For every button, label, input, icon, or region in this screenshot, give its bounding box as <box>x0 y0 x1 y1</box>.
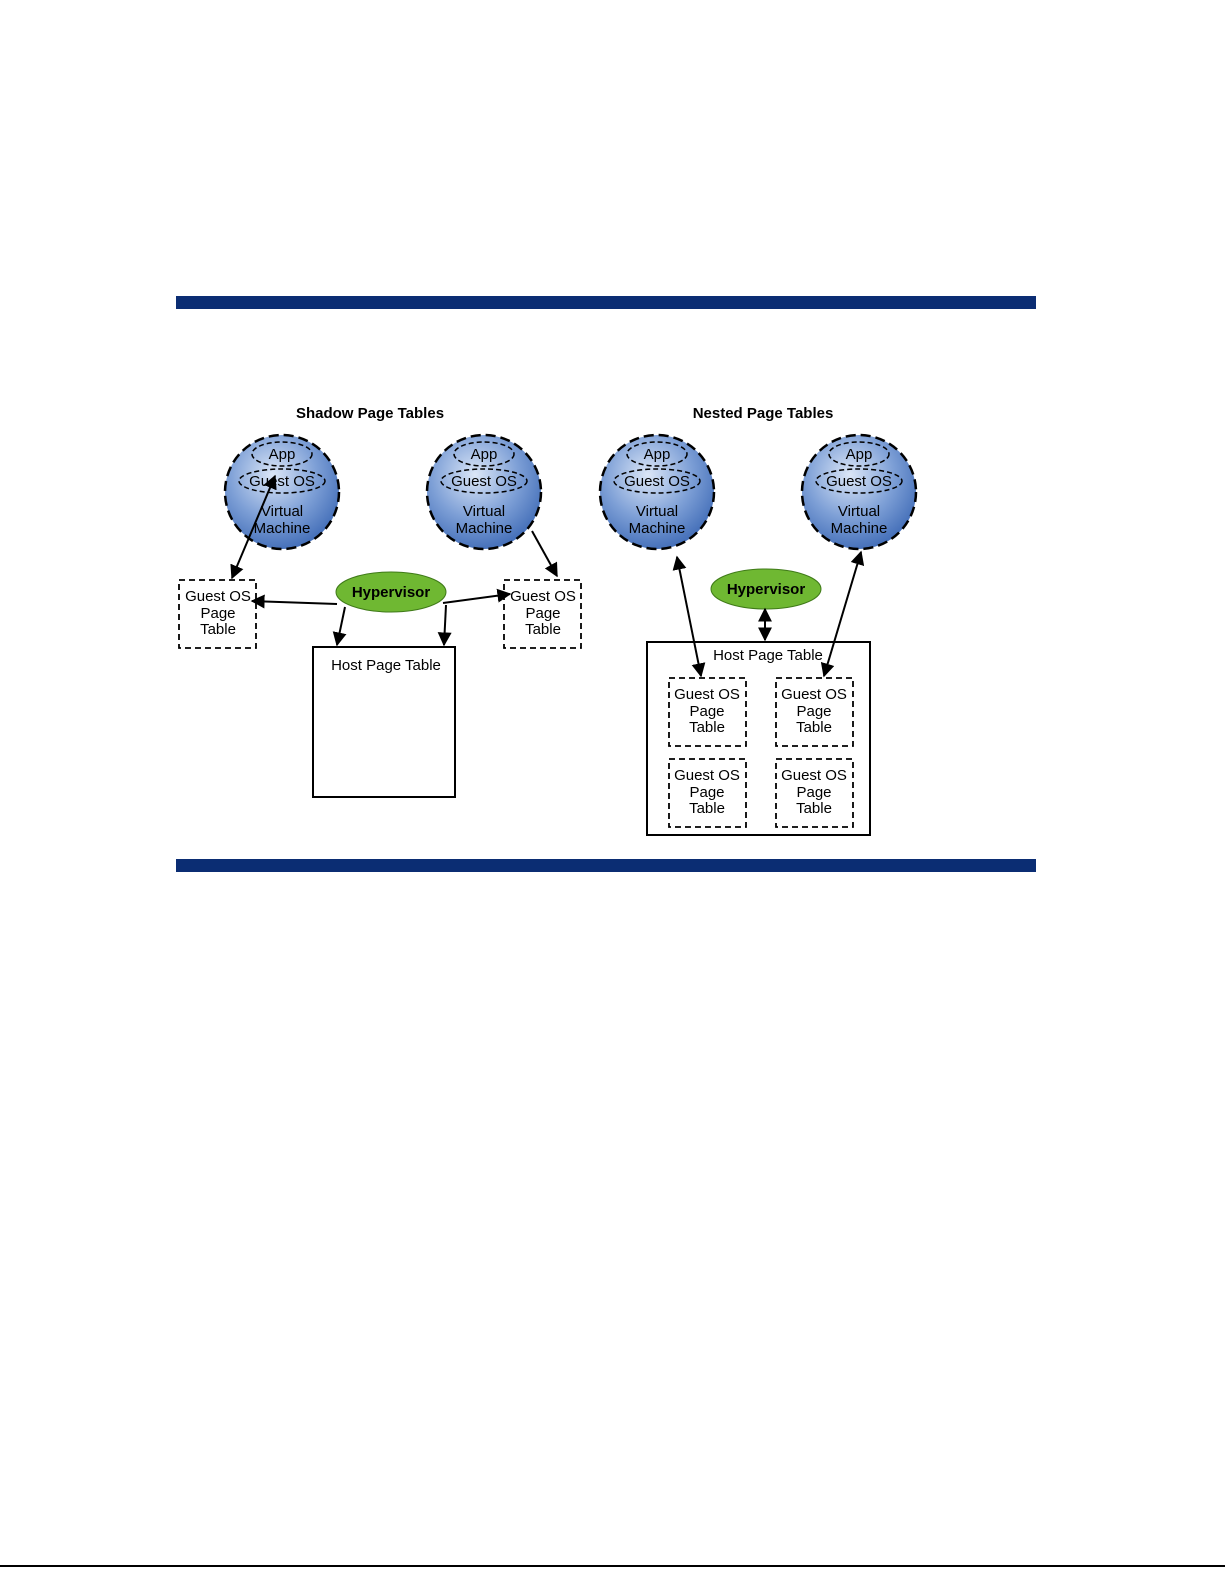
app-label: App <box>644 446 671 463</box>
svg-text:Guest OS: Guest OS <box>674 686 740 703</box>
svg-text:Guest OS: Guest OS <box>781 686 847 703</box>
guest-os-label: Guest OS <box>249 473 315 490</box>
svg-text:Page: Page <box>796 703 831 720</box>
svg-text:Host Page Table: Host Page Table <box>331 657 441 674</box>
app-label: App <box>269 446 296 463</box>
shadow-title: Shadow Page Tables <box>296 405 444 422</box>
shadow-vm-1: App Guest OS Virtual Machine <box>223 433 341 551</box>
nested-guest-page-table-top-right: Guest OS Page Table <box>775 677 854 747</box>
nested-guest-page-table-bottom-left: Guest OS Page Table <box>668 758 747 828</box>
vm-label-line2: Machine <box>831 520 888 537</box>
nested-guest-page-table-top-left: Guest OS Page Table <box>668 677 747 747</box>
nested-vm-1: App Guest OS Virtual Machine <box>598 433 716 551</box>
svg-text:Guest OS: Guest OS <box>674 767 740 784</box>
shadow-arrows <box>230 474 558 647</box>
vm-label-line2: Machine <box>629 520 686 537</box>
guest-os-label: Guest OS <box>451 473 517 490</box>
vm-label-line1: Virtual <box>261 503 303 520</box>
nested-vm-2: App Guest OS Virtual Machine <box>800 433 918 551</box>
svg-text:Hypervisor: Hypervisor <box>727 581 806 598</box>
svg-text:Page: Page <box>525 605 560 622</box>
page-bottom-edge <box>0 1565 1225 1567</box>
app-label: App <box>471 446 498 463</box>
svg-text:Page: Page <box>689 703 724 720</box>
svg-text:Hypervisor: Hypervisor <box>352 584 431 601</box>
svg-text:Table: Table <box>689 719 725 736</box>
guest-os-label: Guest OS <box>826 473 892 490</box>
svg-text:Guest OS: Guest OS <box>781 767 847 784</box>
shadow-vm-2: App Guest OS Virtual Machine <box>425 433 543 551</box>
svg-text:Guest OS: Guest OS <box>510 588 576 605</box>
nested-hypervisor: Hypervisor <box>710 568 822 610</box>
nested-arrows <box>672 550 865 678</box>
svg-text:Table: Table <box>525 621 561 638</box>
svg-text:Page: Page <box>796 784 831 801</box>
vm-label-line1: Virtual <box>636 503 678 520</box>
svg-text:Host Page Table: Host Page Table <box>713 647 823 664</box>
svg-text:Page: Page <box>689 784 724 801</box>
nested-title: Nested Page Tables <box>693 405 834 422</box>
vm-label-line2: Machine <box>456 520 513 537</box>
svg-text:Table: Table <box>200 621 236 638</box>
shadow-guest-page-table-right: Guest OS Page Table <box>503 579 582 649</box>
app-label: App <box>846 446 873 463</box>
vm-label-line2: Machine <box>254 520 311 537</box>
svg-text:Table: Table <box>796 719 832 736</box>
svg-text:Table: Table <box>689 800 725 817</box>
top-rule <box>176 296 1036 309</box>
svg-text:Guest OS: Guest OS <box>185 588 251 605</box>
nested-guest-page-table-bottom-right: Guest OS Page Table <box>775 758 854 828</box>
bottom-rule <box>176 859 1036 872</box>
vm-label-line1: Virtual <box>838 503 880 520</box>
svg-text:Page: Page <box>200 605 235 622</box>
guest-os-label: Guest OS <box>624 473 690 490</box>
shadow-hypervisor: Hypervisor <box>335 571 447 613</box>
vm-label-line1: Virtual <box>463 503 505 520</box>
shadow-guest-page-table-left: Guest OS Page Table <box>178 579 257 649</box>
svg-text:Table: Table <box>796 800 832 817</box>
shadow-host-page-table: Host Page Table <box>312 646 456 798</box>
